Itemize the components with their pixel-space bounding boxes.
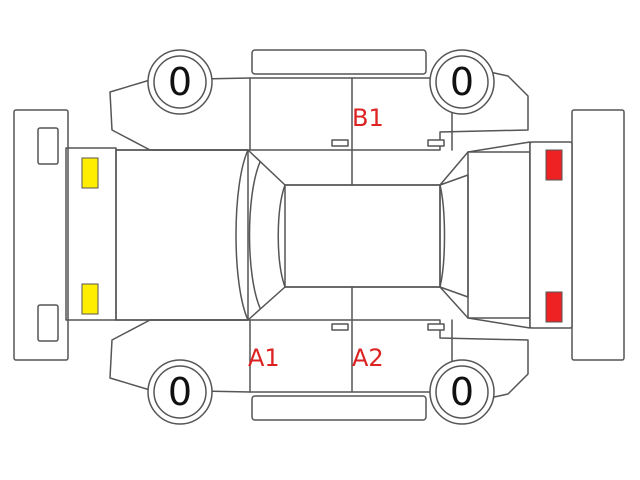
damage-mark-a2: A2 bbox=[352, 344, 384, 372]
rear-bumper bbox=[571, 109, 625, 361]
damage-mark-a1: A1 bbox=[248, 344, 280, 372]
tire-rear-right: 0 bbox=[429, 49, 495, 115]
tire-front-right: 0 bbox=[147, 49, 213, 115]
rear-lamp-top bbox=[545, 149, 563, 181]
tire-rear-left-value: 0 bbox=[450, 370, 474, 414]
tire-rear-left: 0 bbox=[429, 359, 495, 425]
front-lamp-top bbox=[81, 157, 99, 189]
damage-mark-b1: B1 bbox=[352, 104, 384, 132]
front-lamp-bottom bbox=[81, 283, 99, 315]
front-bumper bbox=[13, 109, 69, 361]
side-profile-top bbox=[109, 49, 529, 186]
tire-front-right-value: 0 bbox=[168, 60, 192, 104]
car-top-view bbox=[65, 141, 573, 329]
rear-lamp-bottom bbox=[545, 291, 563, 323]
tire-front-left-value: 0 bbox=[168, 370, 192, 414]
side-profile-bottom bbox=[109, 286, 529, 421]
tire-front-left: 0 bbox=[147, 359, 213, 425]
tire-rear-right-value: 0 bbox=[450, 60, 474, 104]
